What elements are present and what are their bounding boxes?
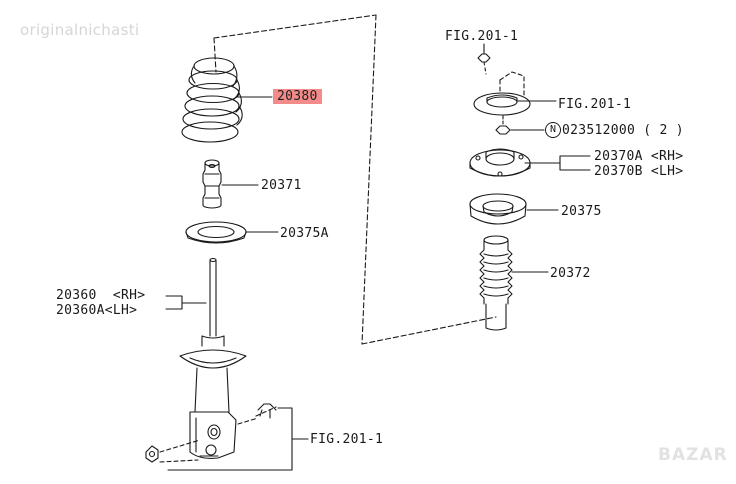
assembly-boundary bbox=[213, 14, 497, 345]
upper-mount-cap bbox=[473, 71, 531, 116]
strut-mount bbox=[469, 148, 531, 177]
label-20360a: 20360A<LH> bbox=[56, 303, 138, 318]
n-symbol: N bbox=[545, 122, 561, 138]
leader-lines bbox=[165, 96, 591, 310]
watermark-text: originalnichasti bbox=[20, 21, 140, 39]
label-20372: 20372 bbox=[550, 266, 591, 281]
label-20371: 20371 bbox=[261, 178, 302, 193]
label-fig-mount: FIG.201-1 bbox=[558, 97, 632, 112]
label-20370a: 20370A <RH> bbox=[594, 149, 684, 164]
bazar-logo: BAZAR bbox=[658, 445, 728, 465]
coil-spring bbox=[181, 57, 243, 143]
upper-spring-seat bbox=[469, 193, 527, 225]
label-20360: 20360 <RH> bbox=[56, 288, 146, 303]
flange-nut bbox=[495, 115, 545, 135]
mounting-bolts bbox=[145, 403, 277, 463]
label-fig-bottom: FIG.201-1 bbox=[310, 432, 384, 447]
bump-stopper bbox=[202, 159, 222, 209]
lower-spring-seat bbox=[185, 221, 247, 244]
label-fig-top: FIG.201-1 bbox=[445, 29, 519, 44]
label-20370b: 20370B <LH> bbox=[594, 164, 684, 179]
label-20375: 20375 bbox=[561, 204, 602, 219]
dust-boot bbox=[479, 235, 513, 331]
top-nut bbox=[477, 43, 491, 75]
label-20380-highlighted: 20380 bbox=[273, 89, 322, 104]
label-20375a: 20375A bbox=[280, 226, 329, 241]
label-bolt-code: 023512000 ( 2 ) bbox=[562, 123, 684, 138]
bottom-callout-bracket bbox=[167, 407, 309, 471]
strut-assembly bbox=[179, 257, 247, 459]
